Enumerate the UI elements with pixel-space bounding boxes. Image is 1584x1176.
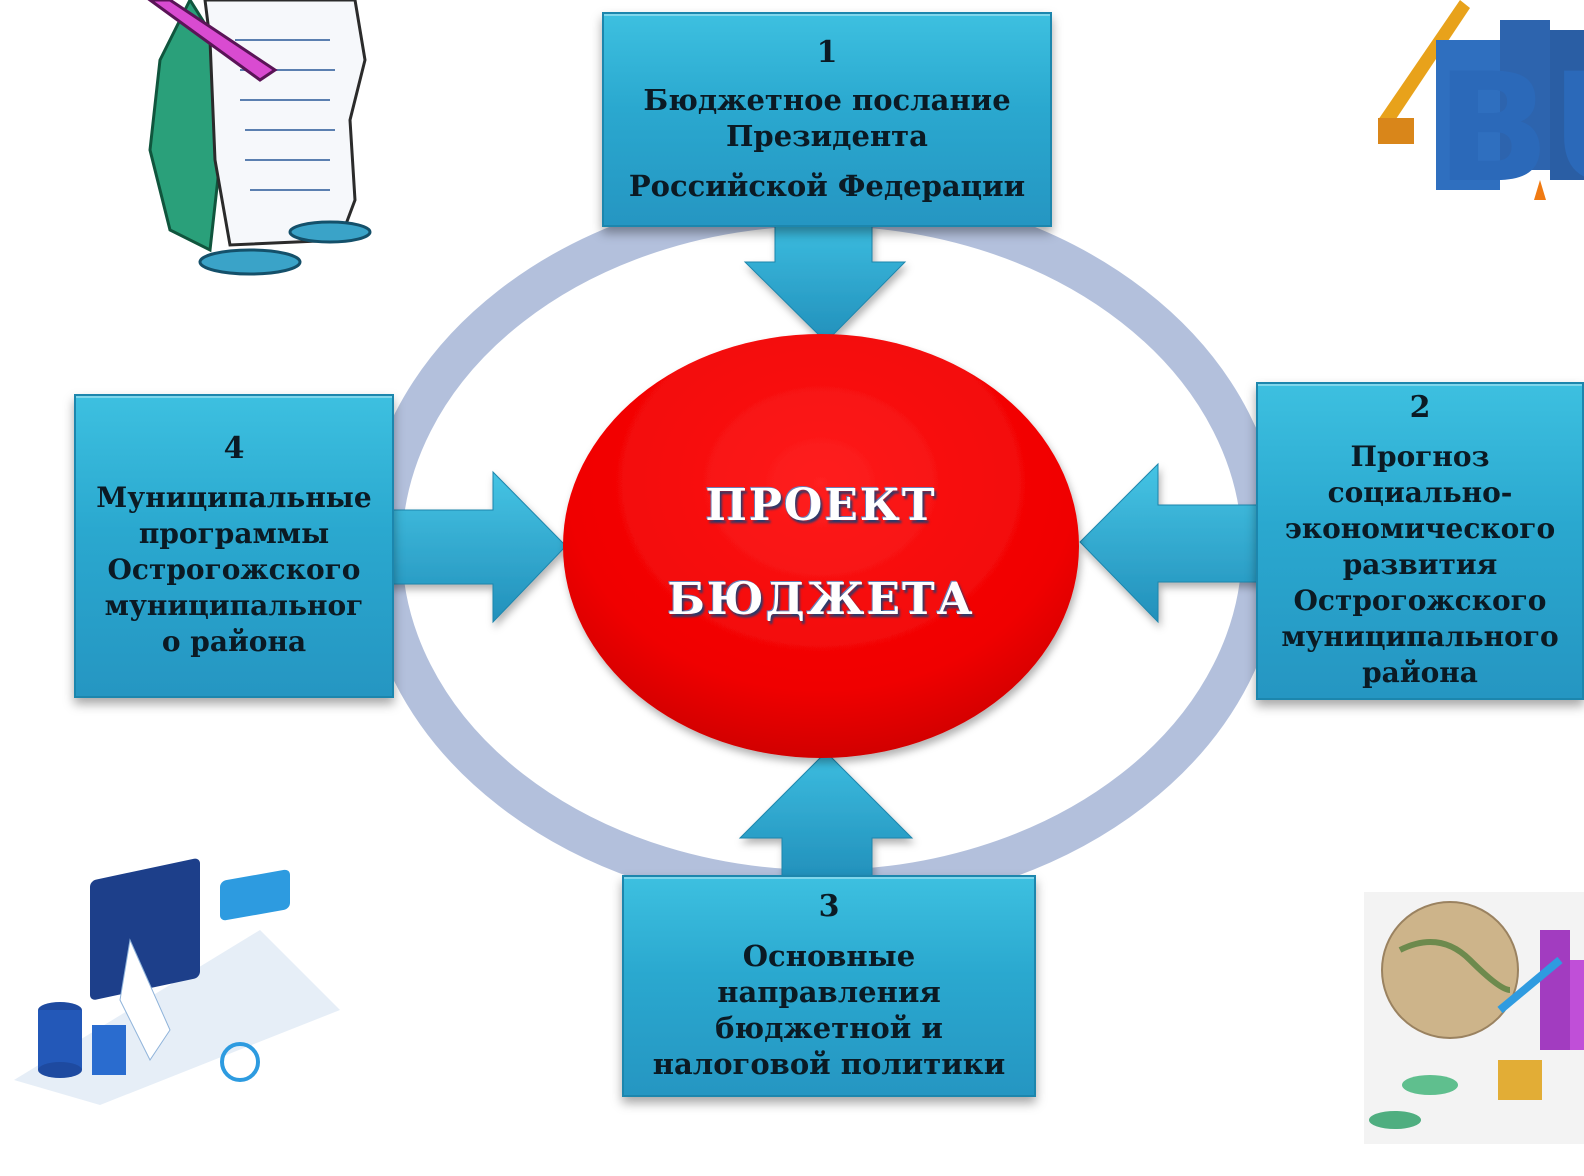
box-text-line: Острогожского <box>107 553 361 586</box>
construction-icon: BU <box>1378 0 1584 216</box>
box-text-line: района <box>1362 656 1478 689</box>
box-socioeconomic-forecast: 2 Прогноз социально- экономического разв… <box>1256 382 1584 700</box>
center-title-line1: ПРОЕКТ <box>705 480 937 531</box>
box-text-line: Муниципальные <box>96 481 372 514</box>
box-number: 3 <box>818 889 840 924</box>
box-text-line: Острогожского <box>1293 584 1547 617</box>
box-text-line: налоговой политики <box>652 1047 1006 1081</box>
box-municipal-programs: 4 Муниципальные программы Острогожского … <box>74 394 394 698</box>
budget-project-ellipse <box>563 334 1079 758</box>
arrow-up-from-3 <box>738 751 914 881</box>
arrow-down-from-1 <box>743 221 907 343</box>
box-text-line: Прогноз <box>1350 440 1490 473</box>
box-text-line: программы <box>138 517 330 550</box>
box-number: 4 <box>223 431 245 466</box>
box-text-line: муниципального <box>1281 620 1559 653</box>
box-text-line: экономического <box>1284 512 1556 545</box>
box-number: 1 <box>816 34 838 70</box>
box-text-line: социально- <box>1327 476 1513 509</box>
arrow-right-from-4 <box>387 470 567 624</box>
box-text-line: о района <box>161 625 307 658</box>
box-text-line: развития <box>1342 548 1498 581</box>
box-text-line: направления <box>717 975 941 1009</box>
cartoon-writer-icon <box>147 0 372 276</box>
box-text-line: бюджетной и <box>715 1011 943 1045</box>
box-number: 2 <box>1409 390 1431 425</box>
box-text-line: Бюджетное послание <box>643 82 1011 117</box>
box-text-line: Президента <box>726 118 928 153</box>
laptop-payment-icon <box>14 858 340 1105</box>
box-text-line: Российской Федерации <box>628 168 1026 203</box>
globe-finance-icon <box>1364 892 1584 1144</box>
box-budget-tax-policy: 3 Основные направления бюджетной и налог… <box>622 875 1036 1097</box>
svg-text:BU: BU <box>1436 42 1584 216</box>
box-text-line: Основные <box>742 939 916 973</box>
arrow-left-from-2 <box>1079 462 1263 624</box>
box-budget-message: 1 Бюджетное послание Президента Российск… <box>602 12 1052 227</box>
center-title-line2: БЮДЖЕТА <box>667 574 975 625</box>
box-text-line: муниципальног <box>104 589 364 622</box>
